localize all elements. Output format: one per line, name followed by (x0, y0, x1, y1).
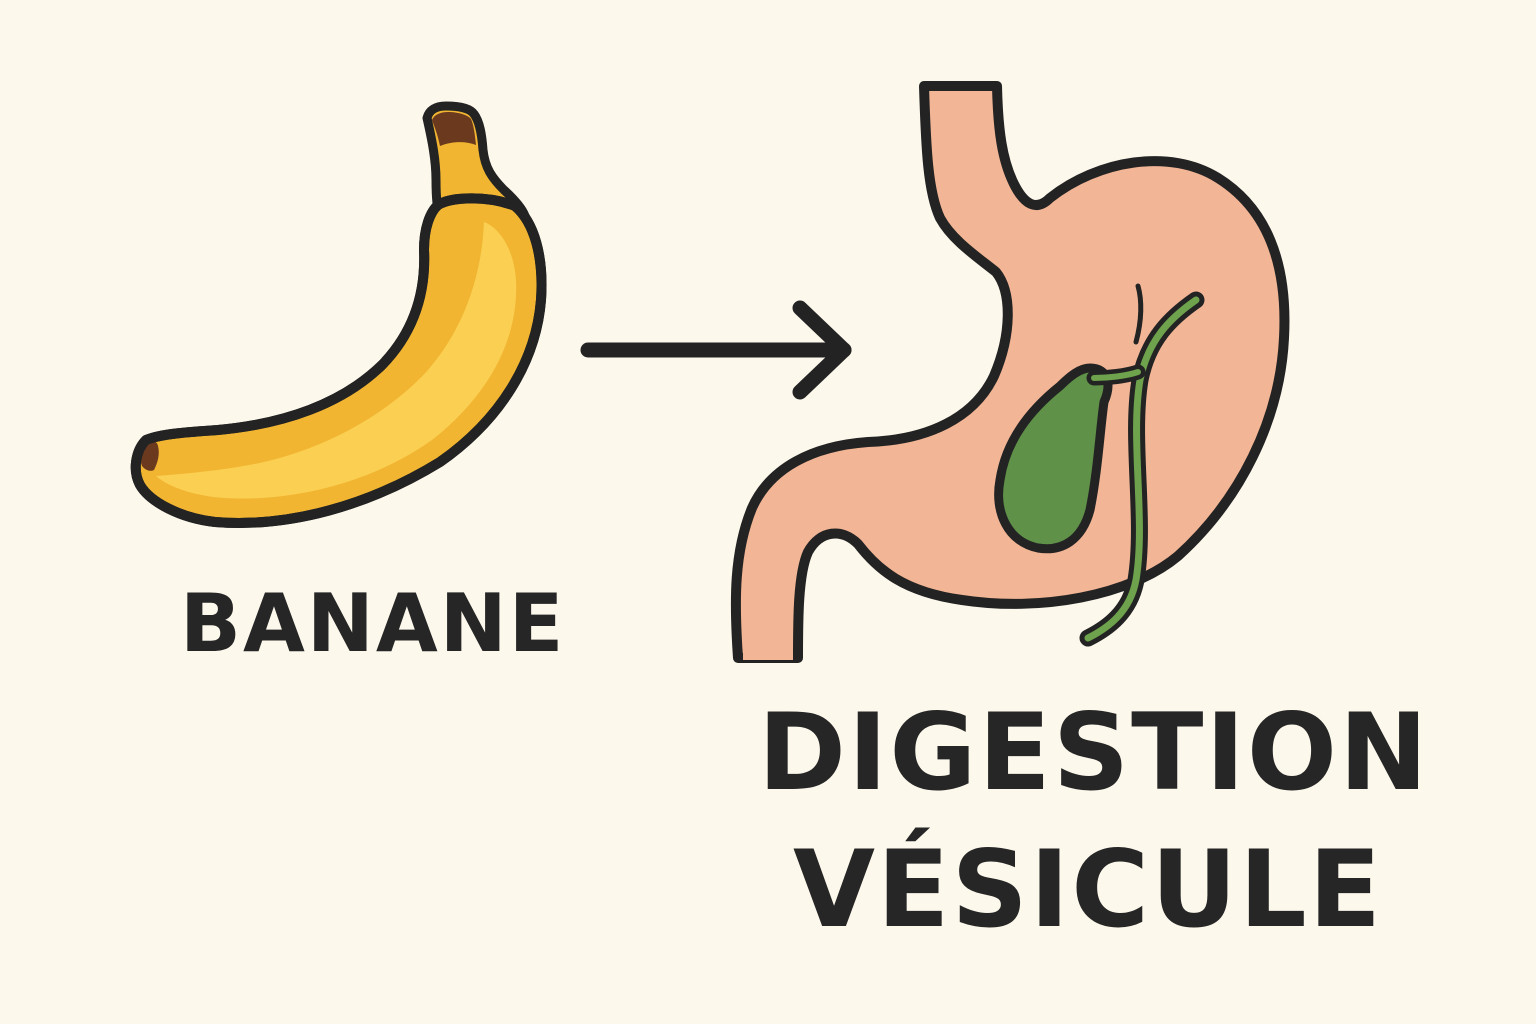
digestion-label: DIGESTION (758, 691, 1430, 814)
cystic-duct (1091, 369, 1141, 381)
banana-outline (130, 193, 547, 528)
gallbladder-icon (994, 283, 1205, 647)
banana-label: BANANE (180, 577, 566, 670)
banana-highlight (156, 222, 517, 499)
duodenum-cut (743, 650, 793, 660)
banana-icon (130, 101, 547, 528)
bile-duct (1084, 296, 1200, 642)
hepatic-line (1133, 283, 1144, 345)
gallbladder (994, 363, 1113, 554)
banana-stem-cap (432, 112, 476, 146)
arrow-right-icon (580, 300, 852, 400)
vesicule-label: VÉSICULE (793, 828, 1384, 951)
arrow-head (792, 300, 852, 400)
